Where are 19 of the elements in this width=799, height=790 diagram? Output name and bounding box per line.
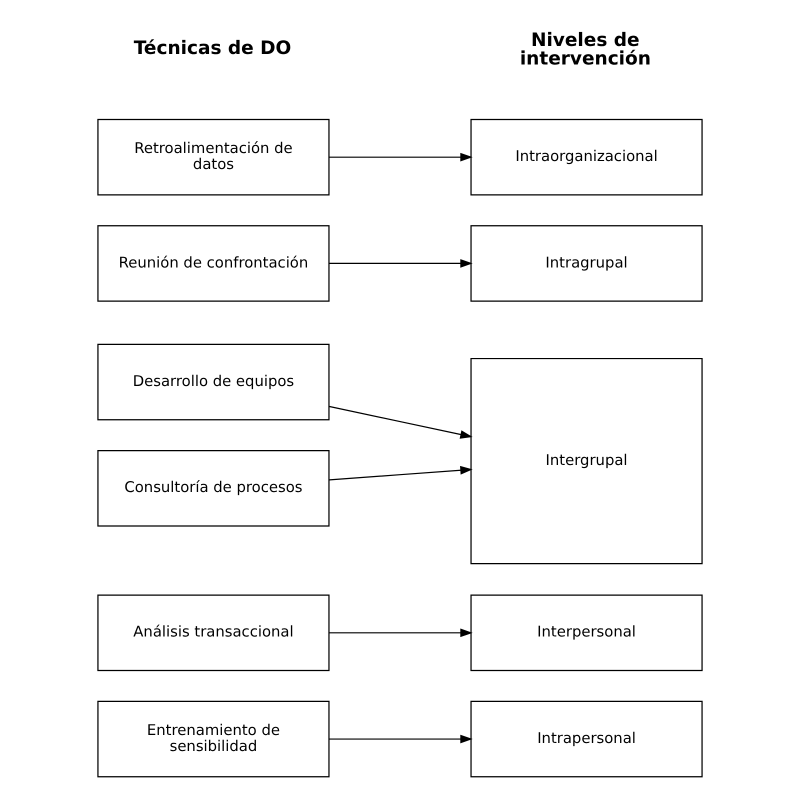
arrow (328, 259, 472, 268)
arrow (328, 628, 472, 638)
arrow (328, 152, 472, 162)
node-box: Intraorganizacional (470, 118, 702, 196)
node-box: Análisis transaccional (96, 594, 330, 672)
arrow (328, 406, 472, 439)
node-box: Intergrupal (470, 358, 702, 564)
node-box: Desarrollo de equipos (96, 344, 330, 420)
node-box: Reunión de confrontación (96, 225, 330, 302)
node-box: Entrenamiento de sensibilidad (96, 700, 330, 778)
node-box: Consultoría de procesos (96, 450, 330, 527)
node-box: Retroalimentación de datos (96, 118, 330, 196)
node-box: Intragrupal (470, 225, 702, 302)
node-box: Intrapersonal (470, 700, 702, 778)
arrow (328, 734, 472, 744)
arrow (328, 466, 472, 480)
label: Niveles de intervención (519, 30, 650, 70)
label: Técnicas de DO (133, 38, 291, 60)
node-box: Interpersonal (470, 594, 702, 672)
